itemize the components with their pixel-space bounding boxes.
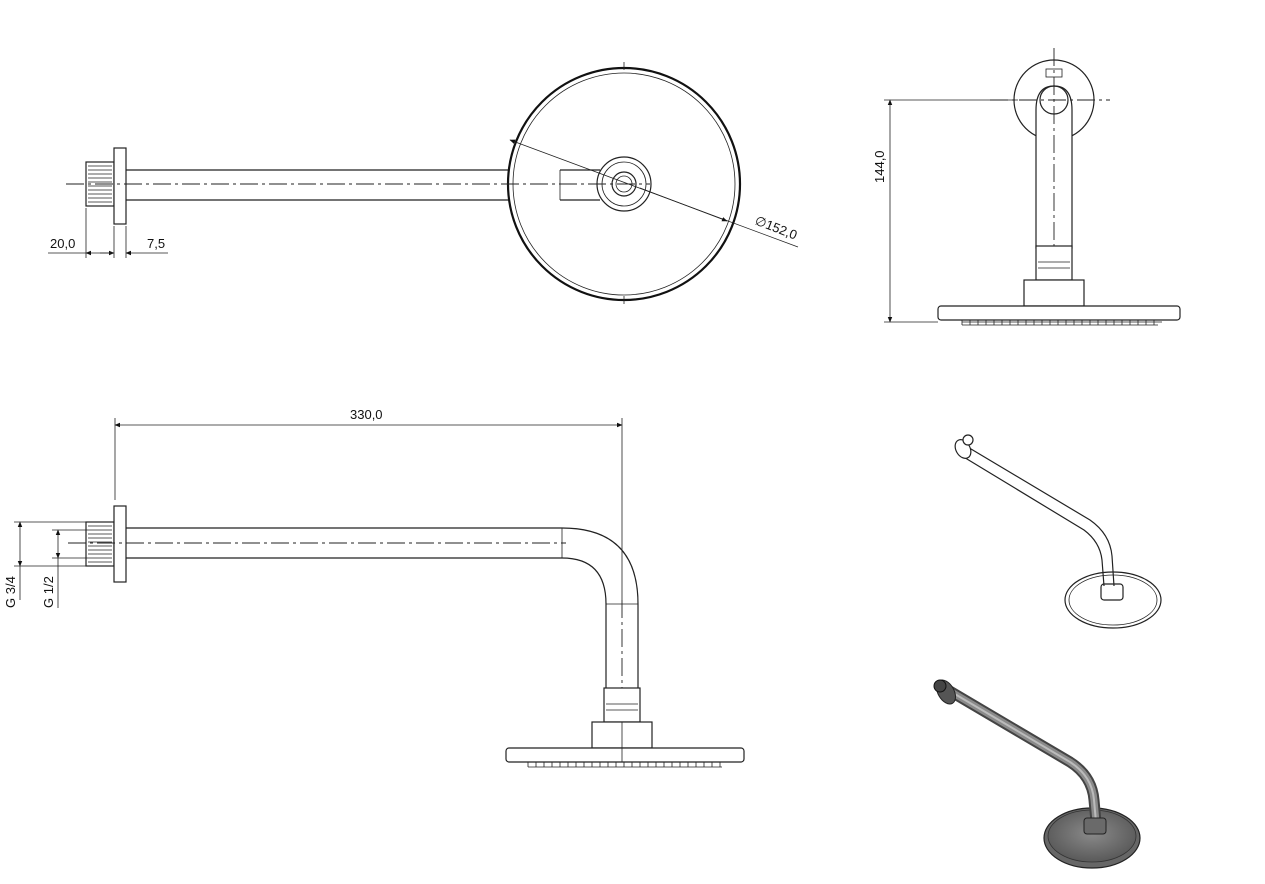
side-view: 144,0: [872, 48, 1181, 326]
dim-thread-length: 20,0: [50, 236, 75, 251]
top-view-arm: [126, 169, 560, 201]
dim-arm-length: 330,0: [350, 407, 383, 422]
dim-height: 144,0: [872, 150, 887, 183]
iso-view-shaded: [933, 679, 1141, 869]
front-view-arm: [68, 527, 639, 700]
front-view-length-dim: 330,0: [114, 407, 623, 600]
top-view: ∅152,0 20,0 7,5: [48, 62, 799, 304]
dim-inner-thread: G 1/2: [41, 576, 56, 608]
front-view-head: [505, 721, 745, 768]
front-view-thread: [85, 521, 115, 567]
top-view-dims: 20,0 7,5: [48, 208, 168, 258]
side-view-nut: [1035, 245, 1073, 281]
dim-diameter: ∅152,0: [753, 213, 799, 243]
top-view-flange: [113, 147, 127, 225]
dim-flange-thickness: 7,5: [147, 236, 165, 251]
front-view-nut: [603, 687, 641, 723]
iso-view-line: [954, 434, 1162, 629]
dim-outer-thread: G 3/4: [3, 576, 18, 608]
top-view-shower-head: [506, 62, 742, 304]
side-view-head: [937, 279, 1181, 326]
front-view-thread-dims: G 3/4 G 1/2: [3, 521, 88, 608]
front-view: 330,0 G 3/4 G 1/2: [3, 407, 745, 768]
side-view-height-dim: 144,0: [872, 99, 1018, 323]
front-view-flange: [113, 505, 127, 583]
